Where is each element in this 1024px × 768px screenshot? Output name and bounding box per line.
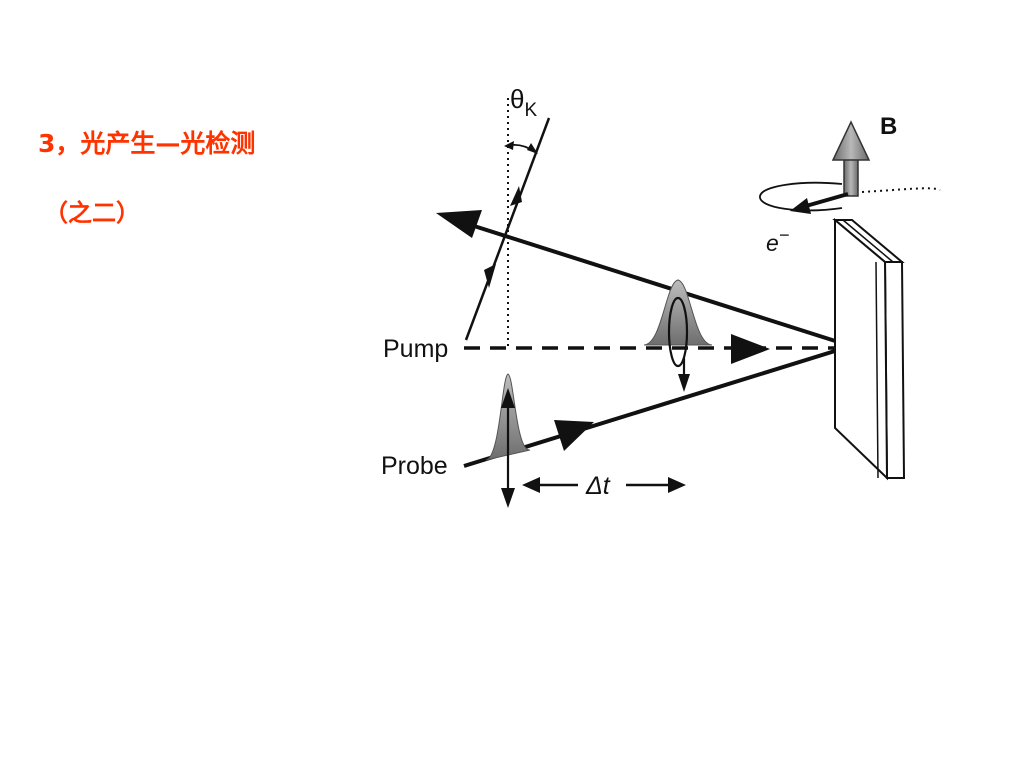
slide-subtitle: （之二）	[44, 199, 140, 227]
electron-label: e−	[766, 225, 789, 256]
rotated-polarization-axis	[464, 117, 551, 341]
probe-beam-arrowhead-icon	[554, 420, 594, 451]
delay-arrow-right-icon	[668, 477, 686, 493]
theta-k-label: θK	[510, 84, 537, 121]
slide-title: 3，光产生—光检测	[38, 129, 256, 158]
probe-polarization-arrow-down-icon	[501, 488, 515, 508]
electron-spin-arrowhead-icon	[790, 198, 811, 214]
reflected-beam	[473, 224, 852, 348]
magnetic-field-arrow-icon	[831, 120, 871, 197]
sample-slab	[832, 217, 906, 481]
delay-label: Δt	[585, 472, 611, 500]
probe-polarization-arrow-up-icon	[501, 388, 515, 408]
pump-beam-arrowhead-icon	[731, 334, 770, 364]
probe-beam	[463, 344, 852, 468]
theta-arc-arrowhead-right-icon	[527, 143, 538, 154]
reflected-beam-arrowhead-icon	[436, 210, 482, 238]
electron-spin-vector	[805, 192, 849, 208]
polarization-arrow-down-icon	[484, 264, 496, 288]
pump-pulse	[643, 279, 713, 346]
delay-arrow-left-icon	[522, 477, 540, 493]
polarization-arrow-up-icon	[510, 186, 522, 206]
pump-label: Pump	[383, 335, 448, 363]
pump-polarization-arrow-icon	[678, 374, 690, 392]
field-b-label: B	[880, 113, 897, 140]
spin-precession-orbit-back	[861, 187, 941, 193]
theta-arc-arrowhead-left-icon	[504, 141, 514, 150]
pump-circular-polarization-loop	[667, 296, 689, 368]
probe-label: Probe	[381, 452, 448, 480]
